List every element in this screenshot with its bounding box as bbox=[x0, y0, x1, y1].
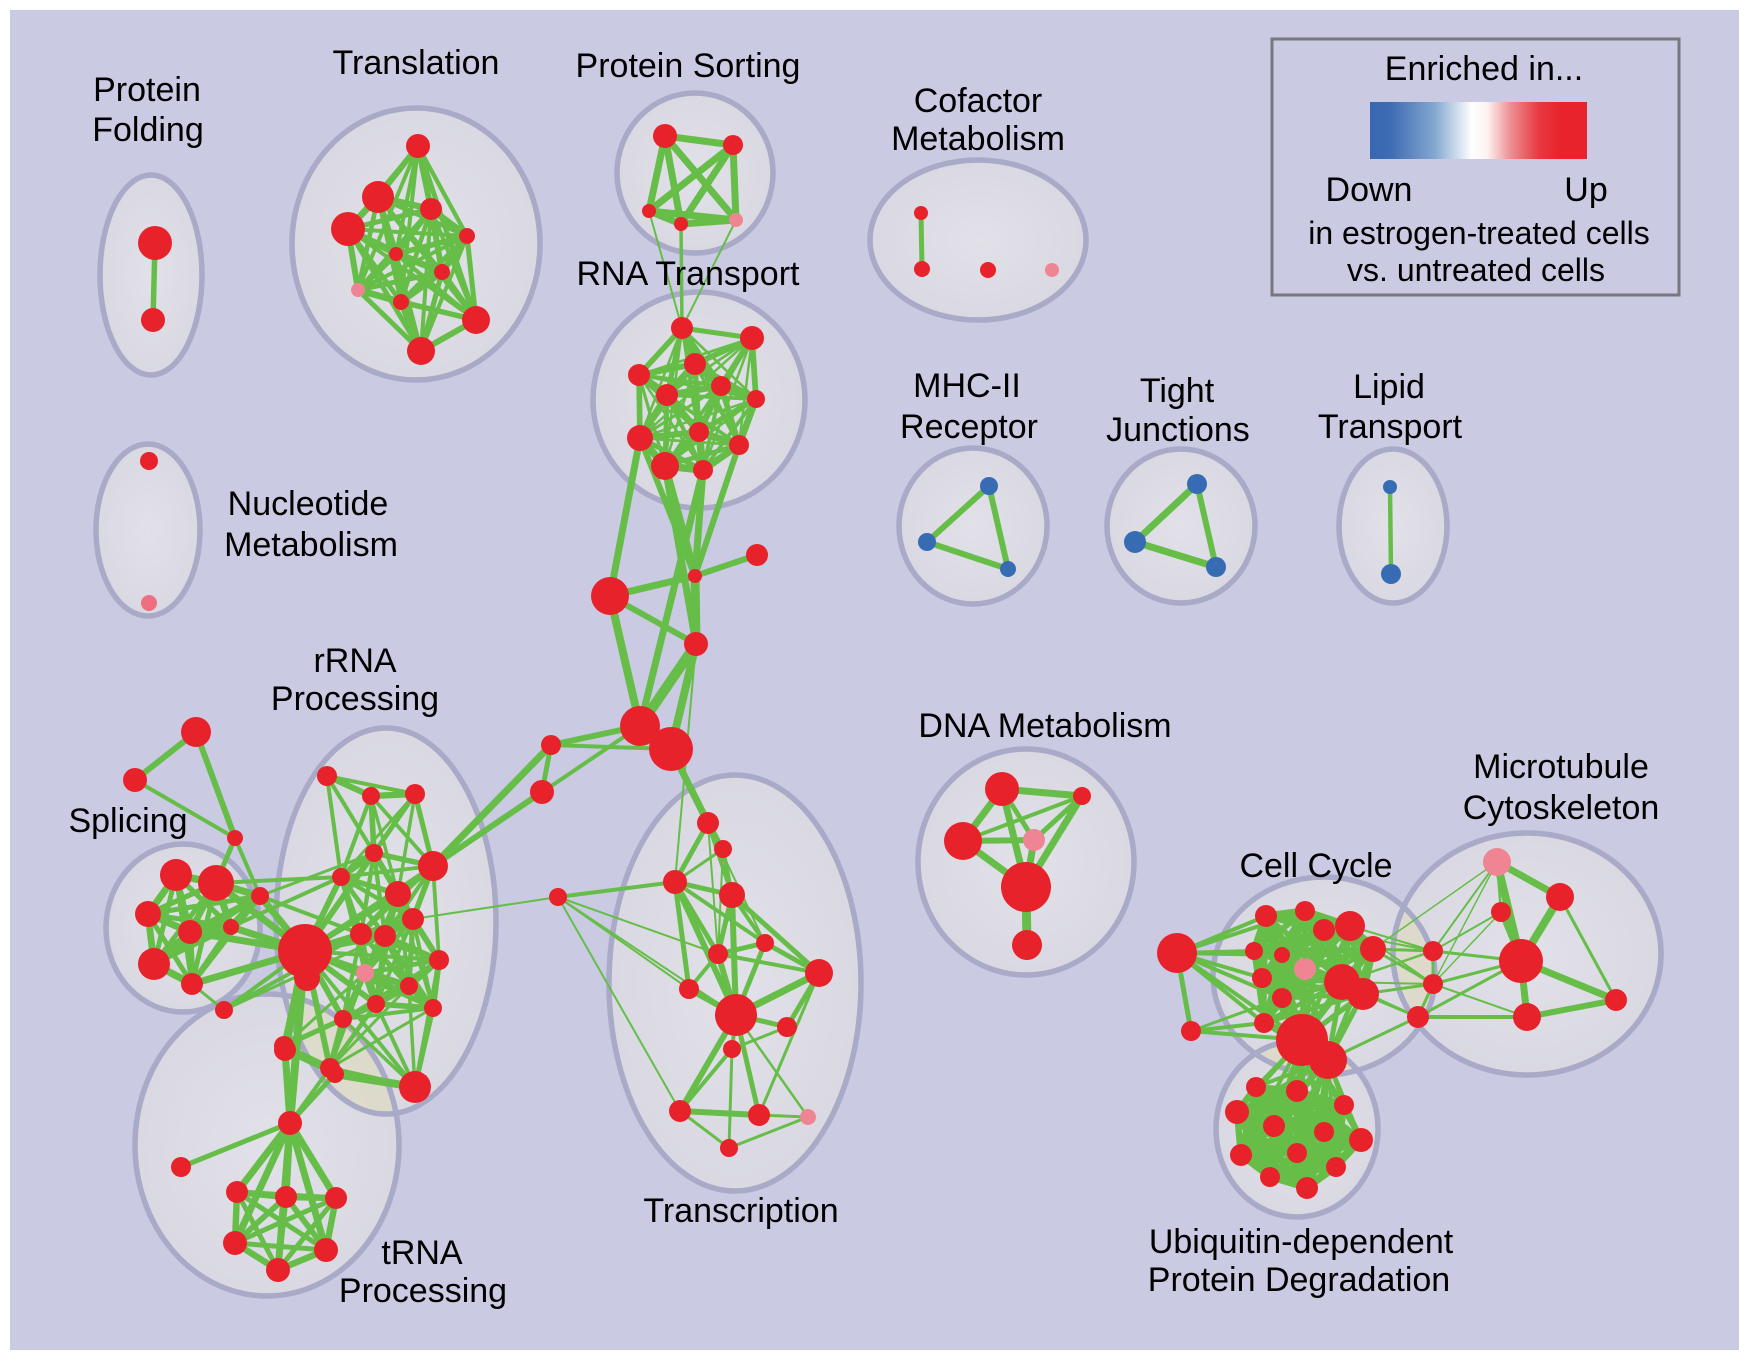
svg-text:Protein: Protein bbox=[93, 71, 201, 109]
svg-text:DNA Metabolism: DNA Metabolism bbox=[918, 707, 1171, 745]
svg-text:Junctions: Junctions bbox=[1106, 411, 1250, 449]
svg-text:in estrogen-treated cells: in estrogen-treated cells bbox=[1308, 215, 1650, 251]
svg-text:Processing: Processing bbox=[271, 680, 439, 718]
svg-text:Metabolism: Metabolism bbox=[224, 526, 398, 564]
svg-text:Cell Cycle: Cell Cycle bbox=[1239, 847, 1392, 885]
svg-text:Cofactor: Cofactor bbox=[914, 82, 1043, 120]
svg-text:MHC-II: MHC-II bbox=[913, 367, 1021, 405]
svg-text:vs. untreated cells: vs. untreated cells bbox=[1347, 252, 1605, 288]
svg-text:Translation: Translation bbox=[333, 44, 500, 82]
svg-text:Protein Sorting: Protein Sorting bbox=[576, 47, 801, 85]
svg-text:Folding: Folding bbox=[92, 111, 204, 149]
svg-text:Cytoskeleton: Cytoskeleton bbox=[1463, 789, 1660, 827]
svg-text:Tight: Tight bbox=[1140, 372, 1215, 410]
svg-text:Transport: Transport bbox=[1318, 408, 1463, 446]
svg-text:tRNA: tRNA bbox=[381, 1234, 463, 1272]
svg-text:Up: Up bbox=[1564, 171, 1607, 209]
svg-text:rRNA: rRNA bbox=[313, 642, 396, 680]
svg-text:Enriched in...: Enriched in... bbox=[1385, 50, 1583, 88]
svg-text:RNA Transport: RNA Transport bbox=[577, 255, 801, 293]
svg-text:Protein Degradation: Protein Degradation bbox=[1148, 1261, 1450, 1299]
svg-text:Transcription: Transcription bbox=[643, 1192, 838, 1230]
svg-text:Ubiquitin-dependent: Ubiquitin-dependent bbox=[1149, 1223, 1454, 1261]
svg-text:Down: Down bbox=[1326, 171, 1413, 209]
svg-text:Receptor: Receptor bbox=[900, 408, 1038, 446]
svg-text:Metabolism: Metabolism bbox=[891, 120, 1065, 158]
svg-text:Splicing: Splicing bbox=[68, 802, 187, 840]
svg-text:Processing: Processing bbox=[339, 1272, 507, 1310]
svg-text:Nucleotide: Nucleotide bbox=[228, 485, 389, 523]
svg-text:Lipid: Lipid bbox=[1353, 368, 1425, 406]
svg-text:Microtubule: Microtubule bbox=[1473, 748, 1649, 786]
